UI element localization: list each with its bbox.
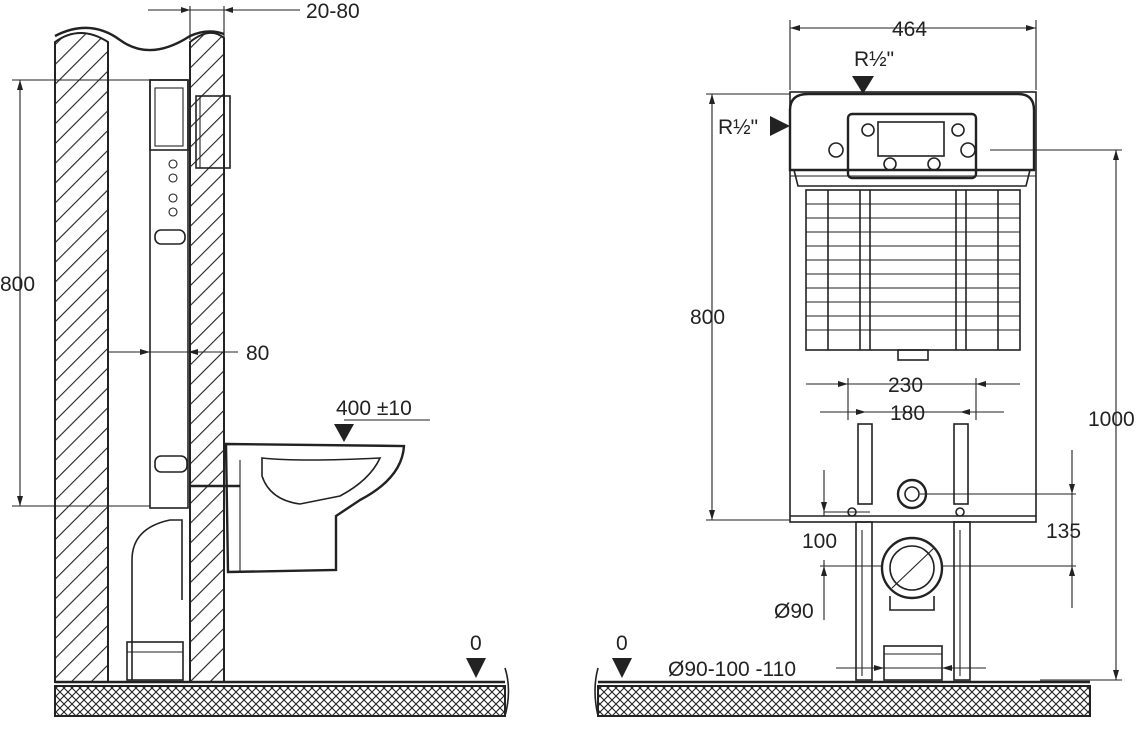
dim-frame-depth: 80 — [246, 342, 269, 365]
dim-frame-width: 464 — [892, 18, 927, 41]
dim-drain-diameter: Ø90-100 -110 — [668, 658, 796, 681]
dim-bolt-spacing-outer: 230 — [888, 374, 923, 397]
dim-outlet-offset: 135 — [1046, 520, 1081, 543]
dim-total-height: 1000 — [1088, 408, 1135, 431]
dim-outlet-diameter: Ø90 — [774, 600, 814, 623]
dim-frame-height: 800 — [0, 273, 35, 296]
side-floor-level: 0 — [470, 632, 482, 655]
back-wall — [54, 32, 109, 683]
flush-panel — [846, 112, 978, 180]
wc-bowl — [224, 442, 406, 574]
front-view: 464 R½" R½" 800 1000 230 180 — [594, 18, 1135, 717]
front-frame — [789, 91, 1037, 523]
dim-cistern-height: 800 — [690, 306, 725, 329]
front-wall — [189, 31, 225, 683]
side-view: 20-80 800 80 400 ±10 0 — [0, 0, 510, 717]
dim-inlet-offset: 100 — [802, 530, 837, 553]
dim-wall-gap: 20-80 — [306, 0, 360, 23]
dim-bowl-height: 400 ±10 — [336, 397, 412, 420]
dim-bolt-spacing-inner: 180 — [890, 402, 925, 425]
dim-top-inlet: R½" — [854, 48, 894, 71]
front-floor-level: 0 — [616, 632, 628, 655]
front-floor — [597, 685, 1091, 717]
side-floor — [54, 685, 506, 717]
dim-side-inlet: R½" — [718, 116, 758, 139]
side-frame — [149, 79, 189, 509]
